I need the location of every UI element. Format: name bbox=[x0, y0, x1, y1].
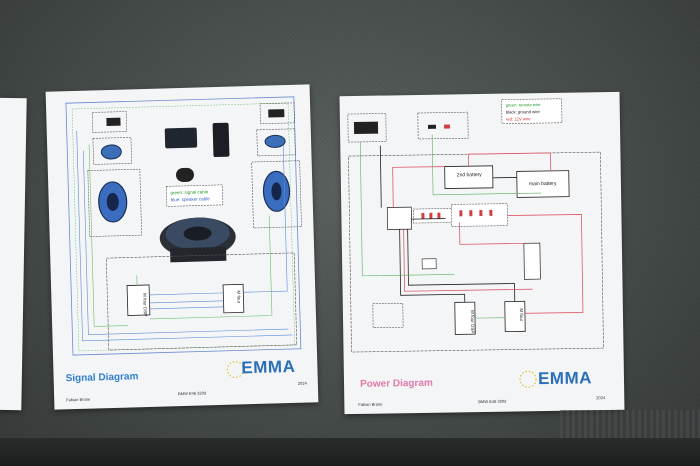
power-amp-label: M four bbox=[519, 308, 524, 321]
signal-diagram-drawing: green: signal cable blue: speaker cable … bbox=[65, 96, 302, 379]
signal-author: Fabian Brüne bbox=[66, 396, 91, 403]
emma-logo: EMMA bbox=[241, 356, 296, 378]
trunk-edge bbox=[0, 438, 700, 466]
signal-year: 2024 bbox=[297, 380, 307, 386]
second-battery-label: 2nd battery bbox=[457, 172, 483, 178]
signal-diagram-title: Signal Diagram bbox=[65, 371, 139, 385]
signal-dsp-label: M four DSP bbox=[142, 293, 148, 316]
emma-logo: EMMA bbox=[537, 368, 593, 389]
signal-legend-line2: blue: speaker cable bbox=[171, 196, 211, 202]
power-diagram-drawing: green: remote wire black: ground wire re… bbox=[347, 98, 604, 388]
power-car: BMW E46 320d bbox=[478, 398, 507, 405]
power-legend-line2: black: ground wire bbox=[506, 109, 541, 115]
signal-car: BMW E46 320d bbox=[178, 390, 207, 397]
power-legend-line1: green: remote wire bbox=[506, 102, 542, 108]
power-diagram-title: Power Diagram bbox=[359, 377, 433, 390]
power-legend-line3: red: 12V wire bbox=[506, 116, 531, 121]
power-dsp-label: M four DSP bbox=[470, 310, 475, 333]
signal-diagram-sheet: green: signal cable blue: speaker cable … bbox=[45, 84, 319, 410]
signal-legend-line1: green: signal cable bbox=[170, 189, 208, 195]
main-battery-label: main battery bbox=[529, 181, 557, 187]
power-diagram-sheet: green: remote wire black: ground wire re… bbox=[339, 91, 625, 415]
signal-amp-label: M four bbox=[236, 290, 241, 303]
power-author: Fabian Brüne bbox=[358, 401, 383, 407]
power-year: 2024 bbox=[596, 395, 606, 401]
